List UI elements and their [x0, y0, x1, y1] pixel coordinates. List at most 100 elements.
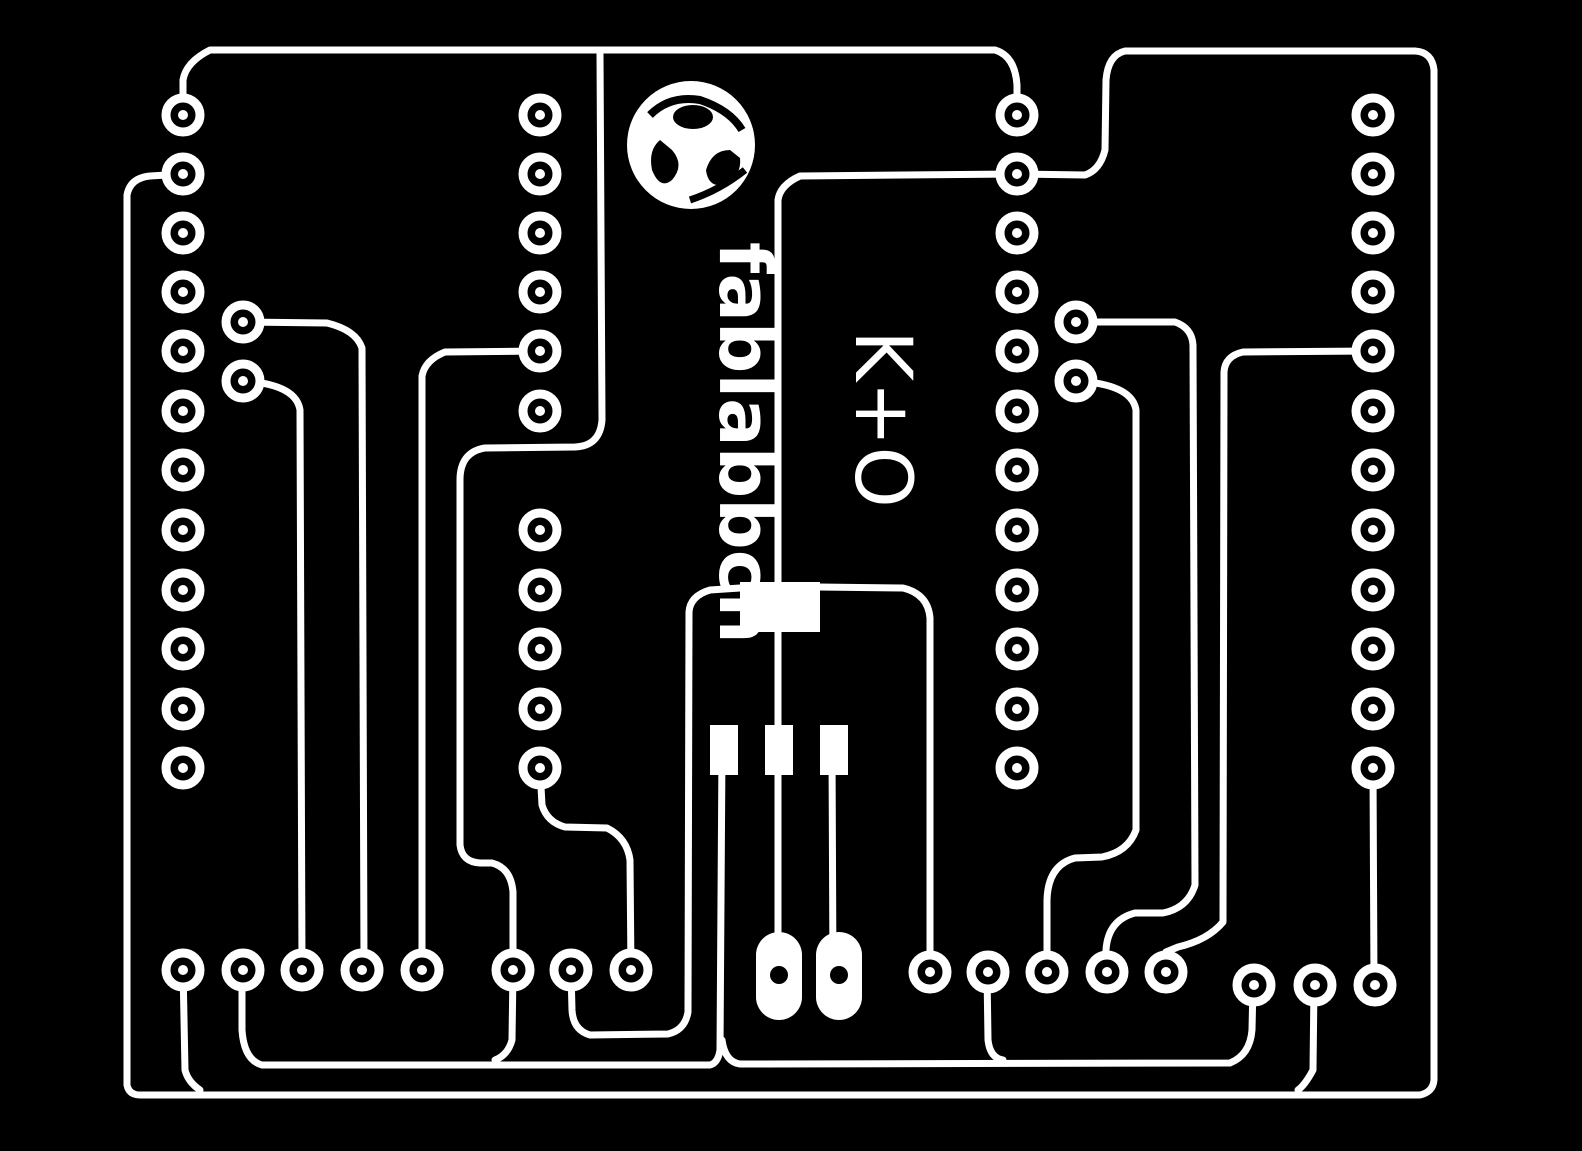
- left-header-outer-pad-10-hole: [178, 644, 188, 654]
- left-header-outer-pad-8: [161, 508, 205, 552]
- bottom-left-pad-7-hole: [566, 965, 576, 975]
- left-header-inner-pad-8-hole: [535, 585, 545, 595]
- right-header-outer-pad-2-hole: [1368, 169, 1378, 179]
- pad-layer: [161, 93, 1397, 1007]
- outer-ground-trace: [123, 46, 1438, 1099]
- regulator-left-trace: [567, 584, 744, 1039]
- logo-wordmark: fablabbcn: [703, 242, 787, 644]
- left-header-outer-pad-2-hole: [178, 169, 188, 179]
- left-header-inner-pad-10-hole: [535, 704, 545, 714]
- left-header-outer-pad-6-hole: [178, 406, 188, 416]
- oval-pad-right-hole: [830, 966, 848, 984]
- bottom-right-pad-4-hole: [1102, 967, 1112, 977]
- right-header-inner-pad-9: [995, 568, 1039, 612]
- right-jumper-pad-b: [1054, 359, 1098, 403]
- smd-left-leg-trace: [238, 746, 726, 1069]
- left-jumper-pad-a: [221, 300, 265, 344]
- right-header-outer-pad-10-hole: [1368, 644, 1378, 654]
- right-header-inner-pad-7: [995, 448, 1039, 492]
- left-header-inner-pad-1-hole: [535, 110, 545, 120]
- left-header-outer-pad-4-hole: [178, 287, 188, 297]
- bottom-far-right-pad-1: [1232, 963, 1276, 1007]
- left-header-outer-pad-7: [161, 448, 205, 492]
- fablab-logo: [627, 81, 755, 209]
- logo-blob-left: [651, 140, 679, 184]
- left-header-outer-pad-11-hole: [178, 704, 188, 714]
- right-header-inner-pad-2: [995, 152, 1039, 196]
- left-header-outer-pad-8-hole: [178, 525, 188, 535]
- bottom-left-pad-8: [609, 948, 653, 992]
- right-header-outer-pad-7-hole: [1368, 465, 1378, 475]
- left-header-outer-pad-1-hole: [178, 110, 188, 120]
- right-header-outer-pad-6-hole: [1368, 406, 1378, 416]
- oval-pad-left-hole: [770, 966, 788, 984]
- left-header-outer-pad-12: [161, 746, 205, 790]
- right-header-inner-pad-2-hole: [1012, 169, 1022, 179]
- bottom-left-pad-2: [221, 948, 265, 992]
- right-header-inner-pad-1-hole: [1012, 110, 1022, 120]
- left-header-outer-pad-3: [161, 211, 205, 255]
- left-header-outer-pad-5: [161, 329, 205, 373]
- right-header-inner-pad-6: [995, 389, 1039, 433]
- right-header-inner-pad-4-hole: [1012, 287, 1022, 297]
- right-header-outer-pad-5-hole: [1368, 346, 1378, 356]
- bottom-far-right-pad-3-hole: [1370, 980, 1380, 990]
- right-header-inner-pad-8: [995, 508, 1039, 552]
- right-a-trace: [1072, 318, 1199, 976]
- right-jumper-pad-a-hole: [1071, 317, 1081, 327]
- right-header-inner-pad-9-hole: [1012, 585, 1022, 595]
- right-header-outer-pad-8-hole: [1368, 525, 1378, 535]
- regulator-right-trace: [814, 583, 934, 976]
- right-header-outer-pad-11-hole: [1368, 704, 1378, 714]
- pin-row6-trace: [418, 347, 544, 972]
- left-header-inner-pad-6: [518, 389, 562, 433]
- left-header-inner-pad-9: [518, 627, 562, 671]
- right-header-inner-pad-4: [995, 270, 1039, 314]
- left-header-inner-pad-1: [518, 93, 562, 137]
- regulator-top-trace: [774, 170, 1021, 589]
- right-header-inner-pad-12-hole: [1012, 763, 1022, 773]
- board-label: K+O: [837, 330, 927, 508]
- right-header-outer-pad-8: [1351, 508, 1395, 552]
- right-header-outer-pad-9: [1351, 568, 1395, 612]
- bottom-left-pad-3-hole: [297, 965, 307, 975]
- left-header-inner-pad-6-hole: [535, 406, 545, 416]
- bottom-left-pad-8-hole: [626, 965, 636, 975]
- bottom-left-pad-7: [549, 948, 593, 992]
- left-header-outer-pad-3-hole: [178, 228, 188, 238]
- right-header-outer-pad-7: [1351, 448, 1395, 492]
- left-header-outer-pad-4: [161, 270, 205, 314]
- left-bottom-corner-trace: [179, 964, 204, 1094]
- left-header-outer-pad-5-hole: [178, 346, 188, 356]
- left-header-inner-pad-8: [518, 568, 562, 612]
- bottom-left-pad-1-hole: [178, 965, 188, 975]
- left-header-inner-pad-2: [518, 152, 562, 196]
- bottom-left-pad-5: [400, 948, 444, 992]
- ground-return-trace: [718, 981, 1257, 1068]
- right-header-outer-pad-3-hole: [1368, 228, 1378, 238]
- bottom-right-pad-5-hole: [1161, 967, 1171, 977]
- smd-pad-mid: [765, 725, 793, 775]
- left-header-inner-pad-10: [518, 687, 562, 731]
- right-header-outer-pad-12: [1351, 746, 1395, 790]
- right-b-trace: [1043, 377, 1140, 976]
- right-d-trace: [1369, 764, 1378, 989]
- bottom-right-pad-2-hole: [983, 967, 993, 977]
- bottom-left-pad-1: [161, 948, 205, 992]
- bottom-right-pad-3-hole: [1042, 967, 1052, 977]
- left-header-inner-pad-7-hole: [535, 525, 545, 535]
- left-header-outer-pad-11: [161, 687, 205, 731]
- left-header-outer-pad-6: [161, 389, 205, 433]
- bottom-left-pad-2-hole: [238, 965, 248, 975]
- left-header-outer-pad-7-hole: [178, 465, 188, 475]
- logo-swirl-bottom: [688, 167, 748, 204]
- right-header-outer-pad-1-hole: [1368, 110, 1378, 120]
- bottom-left-pad-4: [340, 948, 384, 992]
- bottom-right-pad-1-hole: [925, 967, 935, 977]
- left-jumper-pad-b: [221, 359, 265, 403]
- left-header-inner-pad-4: [518, 270, 562, 314]
- right-header-outer-pad-4-hole: [1368, 287, 1378, 297]
- right-header-inner-pad-8-hole: [1012, 525, 1022, 535]
- bottom-left-pad-4-hole: [357, 965, 367, 975]
- left-header-inner-pad-2-hole: [535, 169, 545, 179]
